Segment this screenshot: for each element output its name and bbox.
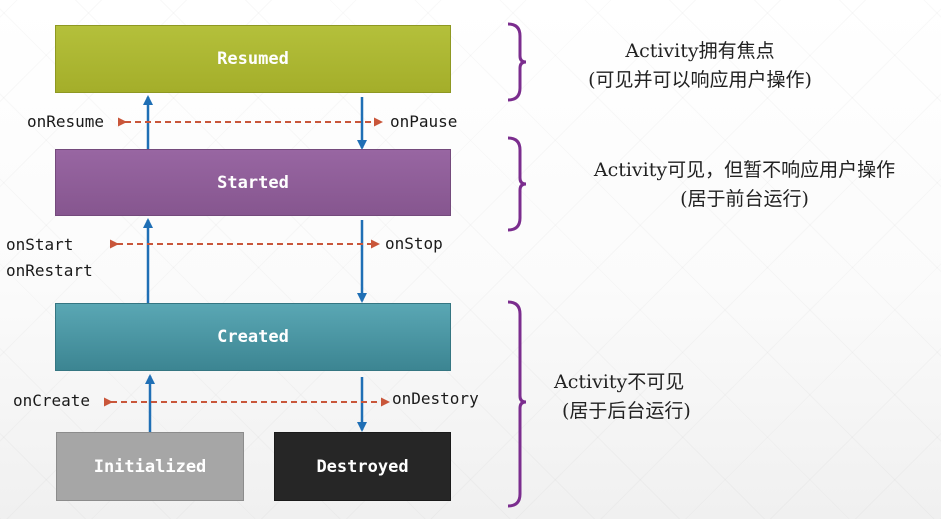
bracket-resumed — [507, 22, 527, 102]
bracket-created — [507, 300, 527, 508]
state-created: Created — [55, 303, 451, 371]
callback-on-start: onStart — [6, 235, 74, 254]
callback-on-resume: onResume — [27, 112, 105, 131]
annotation-resumed-line2: (可见并可以响应用户操作) — [588, 69, 812, 91]
annotation-resumed: Activity拥有焦点 (可见并可以响应用户操作) — [560, 36, 840, 92]
annotation-started: Activity可见，但暂不响应用户操作 (居于前台运行) — [552, 155, 937, 211]
annotation-created: Activity不可见 (居于后台运行) — [548, 367, 748, 423]
callback-on-destroy: onDestory — [392, 389, 479, 408]
callback-on-pause: onPause — [390, 112, 458, 131]
state-resumed: Resumed — [55, 25, 451, 93]
bracket-started — [507, 136, 527, 232]
annotation-started-line2: (居于前台运行) — [680, 188, 809, 210]
annotation-resumed-line1: Activity拥有焦点 — [625, 40, 775, 62]
state-initialized: Initialized — [56, 432, 244, 501]
state-started: Started — [55, 149, 451, 216]
annotation-created-line2: (居于后台运行) — [562, 400, 691, 422]
callback-on-stop: onStop — [385, 234, 443, 253]
annotation-created-line1: Activity不可见 — [554, 371, 685, 393]
callback-on-create: onCreate — [13, 391, 91, 410]
state-destroyed: Destroyed — [274, 432, 451, 501]
callback-on-restart: onRestart — [6, 261, 93, 280]
annotation-started-line1: Activity可见，但暂不响应用户操作 — [593, 159, 896, 181]
